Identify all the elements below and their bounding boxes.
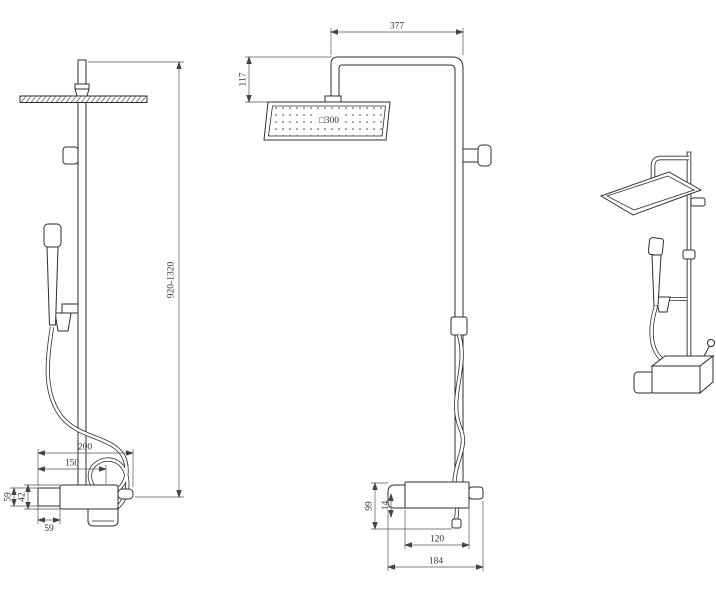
persp-slider-clamp [682, 249, 696, 260]
dim-text-mixer-total-width: 200 [78, 443, 93, 453]
side-view: □300 [263, 56, 492, 529]
front-slider-clamp [62, 146, 79, 165]
persp-mixer-right-face [699, 354, 714, 395]
side-pipe-outer [330, 56, 464, 485]
front-dimensions: 920-1320 200 150 59 42 59 [4, 61, 184, 534]
dim-text-mixer-body-width: 150 [65, 459, 80, 469]
dim-text-body-depth: 120 [430, 535, 445, 545]
front-mixer-body [59, 484, 119, 510]
front-handshower-handle [46, 246, 59, 326]
persp-wall-bracket [690, 197, 706, 207]
persp-lever-stem [703, 344, 711, 357]
side-head-label-bg [314, 114, 344, 126]
front-rain-head-plate [19, 95, 148, 103]
side-wall-bracket [462, 148, 479, 163]
persp-holder-cup [655, 296, 671, 313]
front-wall-flange [37, 487, 61, 507]
dim-text-spout-lip: 14 [381, 501, 391, 511]
dim-text-arm-projection: 377 [390, 22, 405, 32]
dim-text-overall-height: 920-1320 [167, 262, 177, 299]
front-mixer-lever [117, 488, 134, 500]
dim-text-mixer-height: 99 [365, 501, 375, 511]
front-collar [74, 83, 90, 90]
persp-handshower-head [647, 237, 665, 256]
side-mixer-knob [468, 486, 484, 500]
side-dimensions: 377 117 99 14 120 184 [239, 22, 484, 571]
side-mixer-body [404, 481, 470, 509]
perspective-view [599, 151, 715, 395]
persp-rain-head [599, 171, 703, 216]
dim-text-flange-height: 59 [4, 492, 14, 502]
front-hose-core [46, 326, 129, 514]
persp-lever-knob [707, 339, 715, 347]
front-spout [87, 508, 119, 527]
persp-arm-core [651, 156, 689, 182]
front-hose-outline [45, 326, 130, 514]
dim-text-flange-width: 59 [44, 524, 54, 534]
front-holder-arm [61, 303, 79, 314]
front-head-connector [74, 88, 90, 97]
persp-handshower-handle [651, 254, 662, 307]
dim-text-body-height: 42 [18, 492, 28, 502]
dim-text-head-drop: 117 [239, 72, 249, 86]
side-wall-knob [477, 144, 492, 167]
side-hose-connector [451, 518, 462, 529]
side-head-flange [324, 95, 342, 103]
dim-text-total-depth: 184 [429, 557, 444, 567]
side-pipe-inner [338, 64, 456, 485]
front-handshower-head [43, 223, 62, 248]
front-view [19, 59, 148, 527]
side-head-size-label: □300 [319, 116, 339, 126]
side-union-fitting [450, 316, 468, 336]
persp-mixer-front-face [651, 365, 701, 394]
front-holder-cup [54, 312, 72, 332]
persp-spout [633, 371, 655, 394]
persp-rain-head-inner [605, 175, 696, 211]
